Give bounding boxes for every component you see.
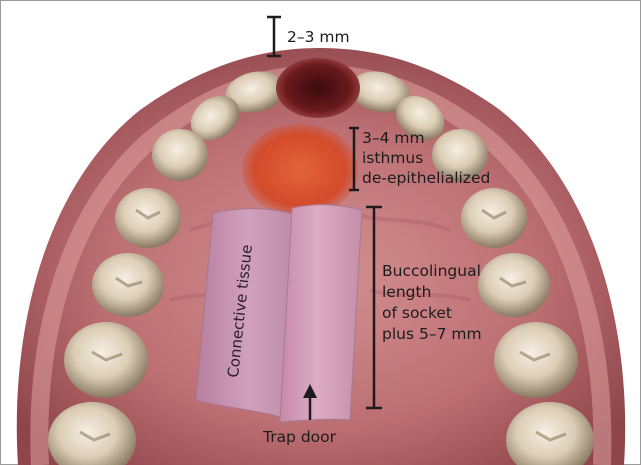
length-label-4: plus 5–7 mm — [382, 325, 482, 343]
length-label-1: Buccolingual — [382, 262, 481, 280]
isthmus-label-3: de-epithelialized — [362, 169, 490, 187]
isthmus-label-1: 3–4 mm — [362, 129, 425, 147]
trap-door-label: Trap door — [262, 428, 337, 446]
extraction-socket — [276, 58, 360, 118]
gap-label: 2–3 mm — [287, 28, 350, 46]
deepithelialized-isthmus — [242, 124, 358, 216]
trap-door-flap — [280, 205, 362, 422]
length-label-3: of socket — [382, 304, 452, 322]
length-label-2: length — [382, 283, 431, 301]
isthmus-label-2: isthmus — [362, 149, 423, 167]
